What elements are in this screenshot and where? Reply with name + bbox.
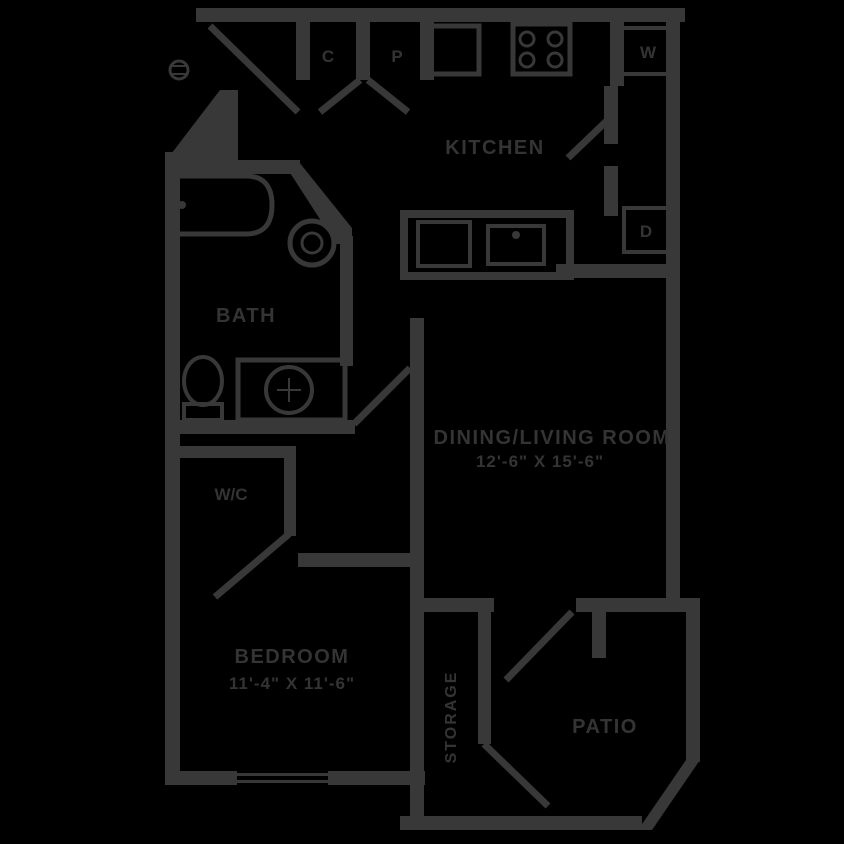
toilet-icon <box>182 355 224 422</box>
closet-door-left <box>317 77 363 115</box>
storage-right-wall <box>478 612 491 744</box>
entry-angled-wall <box>165 90 300 174</box>
bath-east-wall <box>340 236 353 366</box>
patio-door-stub-wall <box>592 612 606 658</box>
pantry-label: P <box>391 47 402 66</box>
kitchen-counter <box>400 210 574 280</box>
dishwasher-icon <box>416 220 472 268</box>
storage-top-wall <box>410 598 494 612</box>
stove-icon <box>510 21 573 77</box>
storage-label: STORAGE <box>443 671 460 764</box>
bath-angled-wall <box>283 162 352 244</box>
kitchen-label: KITCHEN <box>445 137 544 159</box>
patio-top-wall <box>576 598 700 612</box>
wc-top-wall <box>178 446 296 458</box>
dining-living-dimensions: 12'-6" X 15'-6" <box>476 452 604 471</box>
right-wall <box>666 8 680 610</box>
entry-door <box>207 23 301 115</box>
kitchen-sink-icon <box>486 224 546 266</box>
left-wall <box>165 152 180 785</box>
bathtub-icon <box>166 173 275 237</box>
bath-label: BATH <box>216 305 276 327</box>
vanity-sink-icon <box>235 357 348 423</box>
hall-bedroom-wall <box>298 553 424 567</box>
closet-door-right <box>365 77 411 115</box>
patio-door <box>503 609 575 683</box>
bedroom-label: BEDROOM <box>235 646 350 668</box>
patio-right-wall <box>686 598 700 762</box>
bath-door <box>351 365 413 427</box>
bedroom-window-line-1 <box>237 773 328 776</box>
storage-door <box>481 741 551 809</box>
wc-right-wall <box>284 446 296 536</box>
wc-door <box>212 531 292 600</box>
kitchen-living-divider-wall <box>556 264 680 278</box>
closet-wall-left <box>296 22 310 80</box>
bedroom-south-wall-left <box>165 771 237 785</box>
bath-south-wall <box>165 420 355 434</box>
water-heater-icon <box>287 218 337 268</box>
patio-label: PATIO <box>572 716 638 738</box>
washer-box: W <box>620 26 676 76</box>
bedroom-south-wall-right <box>328 771 425 785</box>
dining-living-label: DINING/LIVING ROOM <box>434 427 671 449</box>
patio-south-wall <box>400 816 642 830</box>
refrigerator-icon <box>421 23 482 77</box>
patio-corner-angled-wall <box>638 760 700 830</box>
top-wall <box>196 8 685 22</box>
bedroom-dimensions: 11'-4" X 11'-6" <box>229 674 355 693</box>
bedroom-window-line-2 <box>237 780 328 783</box>
dryer-label: D <box>640 222 652 241</box>
closet-wall-middle <box>356 22 370 80</box>
closet-label: C <box>322 47 334 66</box>
dryer-box: D <box>622 206 670 254</box>
entry-symbol-icon <box>168 59 190 81</box>
wc-label: W/C <box>214 485 247 504</box>
laundry-door <box>565 109 619 161</box>
laundry-wall-lower <box>604 166 618 216</box>
central-wall <box>410 318 424 816</box>
washer-label: W <box>640 43 657 62</box>
